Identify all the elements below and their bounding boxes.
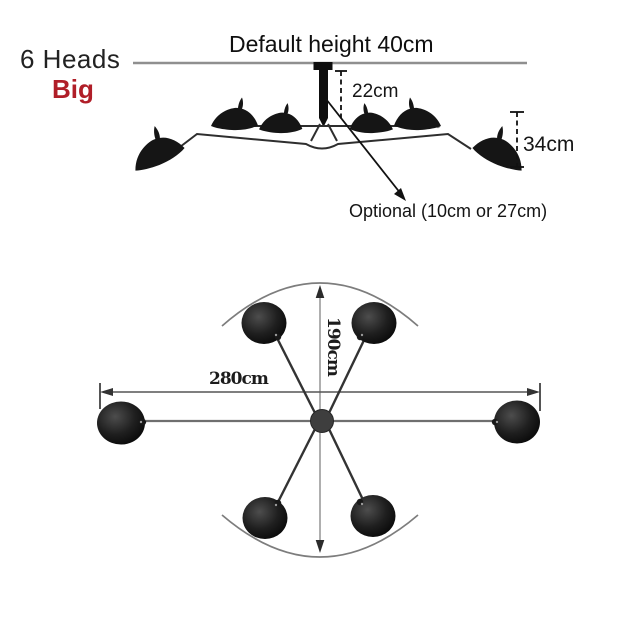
coverage-arc-top <box>221 282 419 327</box>
width-arrow-right <box>527 388 540 396</box>
lamp-head-5-icon <box>394 97 441 131</box>
center-hub <box>310 409 334 433</box>
shade-measure-dashed <box>510 111 524 168</box>
head-sphere-northeast <box>351 302 397 344</box>
lamp-head-4-icon <box>349 103 393 134</box>
arm-southwest <box>274 428 317 507</box>
lamp-heads <box>135 97 522 171</box>
optional-arrow <box>325 98 406 201</box>
default-height-label: Default height 40cm <box>229 31 434 57</box>
lamp-head-1-icon <box>135 126 185 171</box>
arm-northeast <box>327 335 368 414</box>
optional-note-label: Optional (10cm or 27cm) <box>349 201 548 221</box>
product-name-label: 6 Heads <box>20 44 121 74</box>
stem-measure-dashed <box>335 70 347 120</box>
top-view-arms <box>146 335 494 507</box>
head-sphere-west <box>97 401 145 445</box>
coverage-arc-bottom <box>221 514 419 558</box>
head-sphere-northwest <box>241 302 287 344</box>
width-dimension-line <box>99 383 541 411</box>
lamp-side-view <box>133 61 527 201</box>
shade-drop-label: 34cm <box>523 133 575 156</box>
lamp-stem <box>319 64 328 127</box>
arm-flare-right <box>327 123 338 142</box>
lamp-top-view <box>97 282 541 558</box>
height-arrow-bottom <box>315 540 325 553</box>
head-sphere-southeast <box>350 495 396 537</box>
arm-southeast <box>327 428 367 505</box>
arm-elbow-path <box>175 132 472 151</box>
sphere-nub-highlights <box>139 333 499 507</box>
arm-northwest <box>274 335 317 414</box>
head-spheres <box>97 302 540 539</box>
width-dimension-label: 280cm <box>209 369 269 389</box>
arm-flare-left <box>310 123 321 142</box>
head-sphere-east <box>494 400 540 444</box>
height-arrow-top <box>315 285 325 298</box>
lamp-head-2-icon <box>211 97 258 131</box>
width-arrow-left <box>100 388 113 396</box>
lamp-head-6-icon <box>472 126 522 171</box>
height-dimension-label: 190cm <box>323 317 343 376</box>
lamp-head-3-icon <box>259 103 303 134</box>
product-variant-label: Big <box>52 74 94 104</box>
stem-length-label: 22cm <box>352 81 399 102</box>
head-sphere-southwest <box>242 497 288 539</box>
